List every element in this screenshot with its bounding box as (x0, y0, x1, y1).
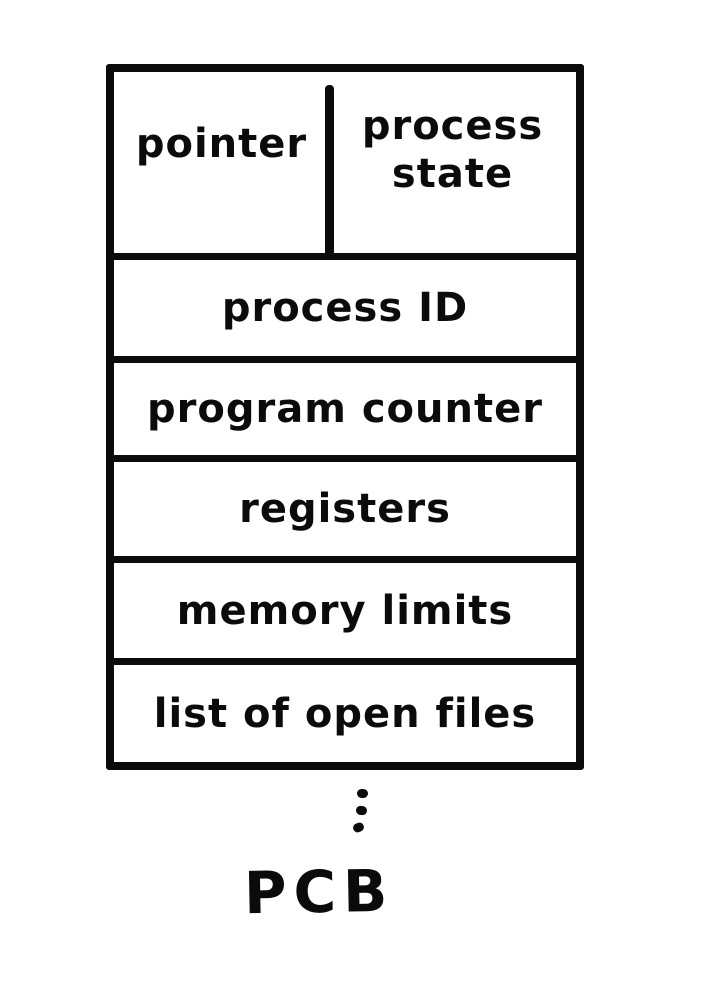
ellipsis-dot (354, 805, 368, 816)
pcb-caption: PCB (243, 856, 395, 928)
process-state-label: process state (361, 102, 544, 197)
pcb-row-open-files: list of open files (114, 658, 576, 762)
pcb-box: pointer process state process ID program… (106, 64, 584, 770)
pcb-row-registers: registers (114, 455, 576, 556)
registers-label: registers (239, 486, 451, 532)
pcb-cell-pointer: pointer (114, 72, 329, 253)
pcb-top-row: pointer process state (114, 72, 576, 260)
program-counter-label: program counter (147, 386, 543, 432)
pcb-row-program-counter: program counter (114, 356, 576, 455)
pcb-cell-process-state: process state (329, 72, 576, 253)
process-id-label: process ID (221, 285, 469, 331)
top-row-divider (325, 85, 334, 260)
memory-limits-label: memory limits (176, 587, 514, 634)
pointer-label: pointer (135, 120, 308, 167)
vertical-ellipsis-icon (351, 789, 372, 834)
pcb-row-process-id: process ID (114, 253, 576, 356)
ellipsis-dot (351, 821, 365, 834)
open-files-label: list of open files (153, 690, 537, 737)
ellipsis-dot (356, 789, 368, 798)
pcb-row-memory-limits: memory limits (114, 556, 576, 658)
